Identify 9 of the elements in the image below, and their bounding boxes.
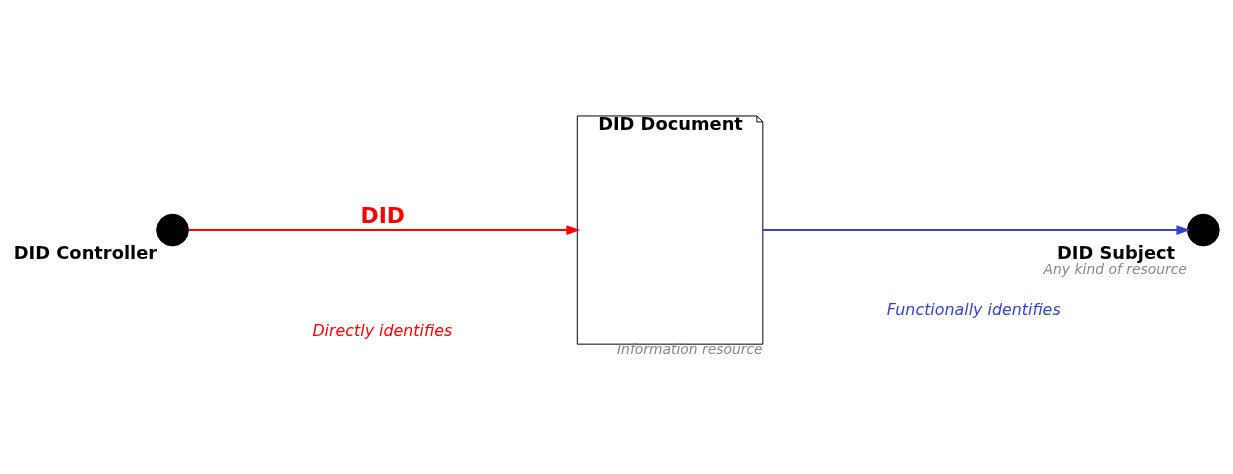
node-label: DID Controller xyxy=(13,241,158,263)
arrow xyxy=(187,224,581,235)
label: Functionally identifies xyxy=(886,299,1061,319)
label: Directly identifies xyxy=(312,320,453,340)
node-circle xyxy=(156,213,189,246)
edge-label: DID xyxy=(360,202,405,228)
node-circle xyxy=(1186,213,1220,246)
node-label: DID Subject xyxy=(1056,241,1176,263)
arrow xyxy=(762,224,1191,235)
